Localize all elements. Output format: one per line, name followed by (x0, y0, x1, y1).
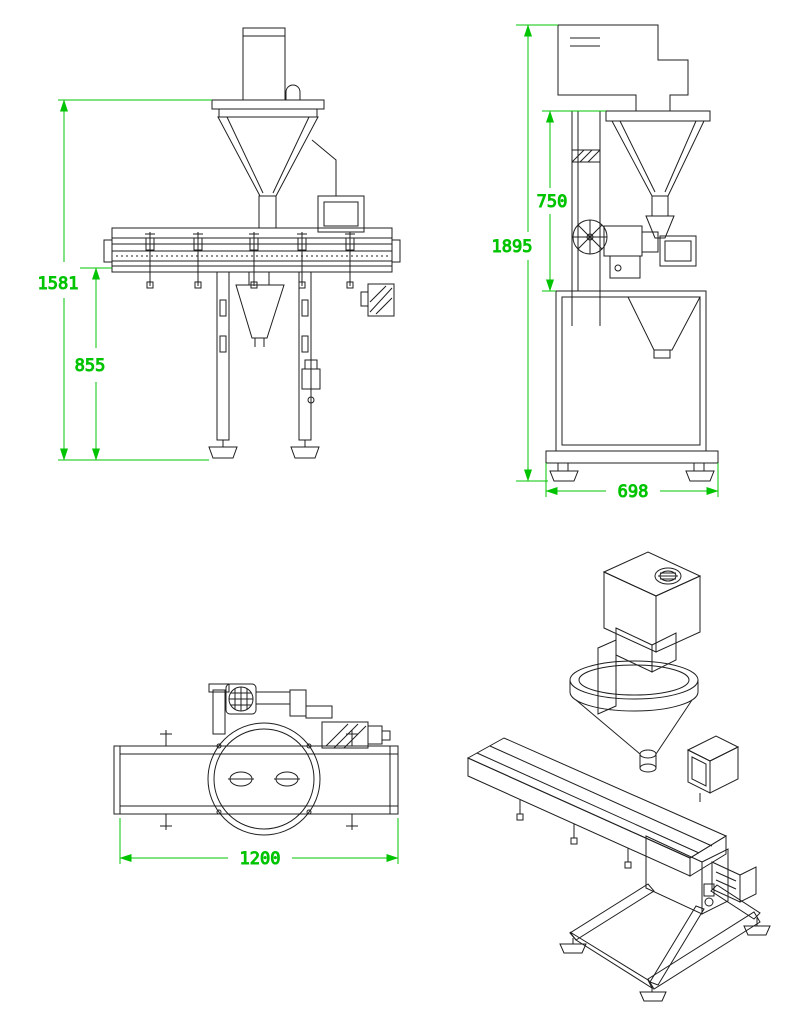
top-pipe-elbow (289, 689, 307, 717)
iso-right-leg (710, 884, 761, 920)
side-right-foot (685, 470, 715, 482)
front-hmi-panel (317, 195, 365, 233)
top-conveyor (119, 745, 399, 815)
side-left-foot (549, 470, 579, 482)
iso-motor-head (602, 551, 702, 597)
iso-left-foot (559, 943, 587, 954)
front-clamp-knob (285, 84, 301, 100)
top-machine-outline (113, 683, 399, 836)
front-left-foot (208, 446, 238, 459)
iso-left-leg (569, 883, 655, 941)
side-base (545, 450, 719, 464)
front-dimensions: 1581 855 (37, 99, 212, 461)
front-right-leg (298, 271, 312, 441)
iso-hopper (569, 660, 699, 700)
front-left-leg (216, 271, 230, 441)
iso-right-base-bar (647, 911, 761, 990)
top-dimensions: 1200 (119, 818, 399, 870)
top-view: 1200 (113, 683, 399, 870)
front-view: 1581 855 (37, 27, 401, 461)
iso-conveyor (466, 737, 728, 859)
front-machine-outline (103, 27, 401, 459)
iso-right-foot (743, 925, 771, 936)
side-dimensions: 1895 750 698 (491, 24, 719, 503)
iso-drive-motor (711, 861, 741, 903)
front-right-foot (290, 446, 320, 459)
side-machine-outline (545, 24, 719, 482)
iso-vent-grill (654, 567, 682, 585)
iso-left-base-bar (569, 931, 654, 990)
side-view: 1895 750 698 (491, 24, 719, 503)
front-conveyor-screws (144, 231, 356, 289)
top-drive-motor (321, 721, 369, 749)
side-column (571, 110, 601, 292)
iso-front-leg (649, 905, 705, 986)
iso-hmi-panel (686, 735, 740, 762)
front-discharge-funnel (235, 284, 285, 339)
dimension-front-overall-height: 1581 (38, 274, 79, 294)
dimension-side-overall-height: 1895 (492, 237, 533, 257)
iso-column (597, 639, 617, 715)
iso-front-foot (639, 991, 667, 1002)
side-motor-head (557, 24, 689, 112)
side-hmi-panel (659, 235, 697, 267)
front-auger-motor (242, 27, 286, 101)
iso-cabinet (645, 835, 703, 915)
side-cabinet (555, 290, 707, 452)
dimension-side-base-width: 698 (618, 482, 649, 502)
dimension-front-conveyor-height: 855 (75, 356, 106, 376)
top-turntable (207, 722, 321, 836)
isometric-view (466, 551, 771, 1002)
dimension-top-overall-length: 1200 (240, 849, 281, 869)
dimension-side-filler-height: 750 (537, 192, 568, 212)
